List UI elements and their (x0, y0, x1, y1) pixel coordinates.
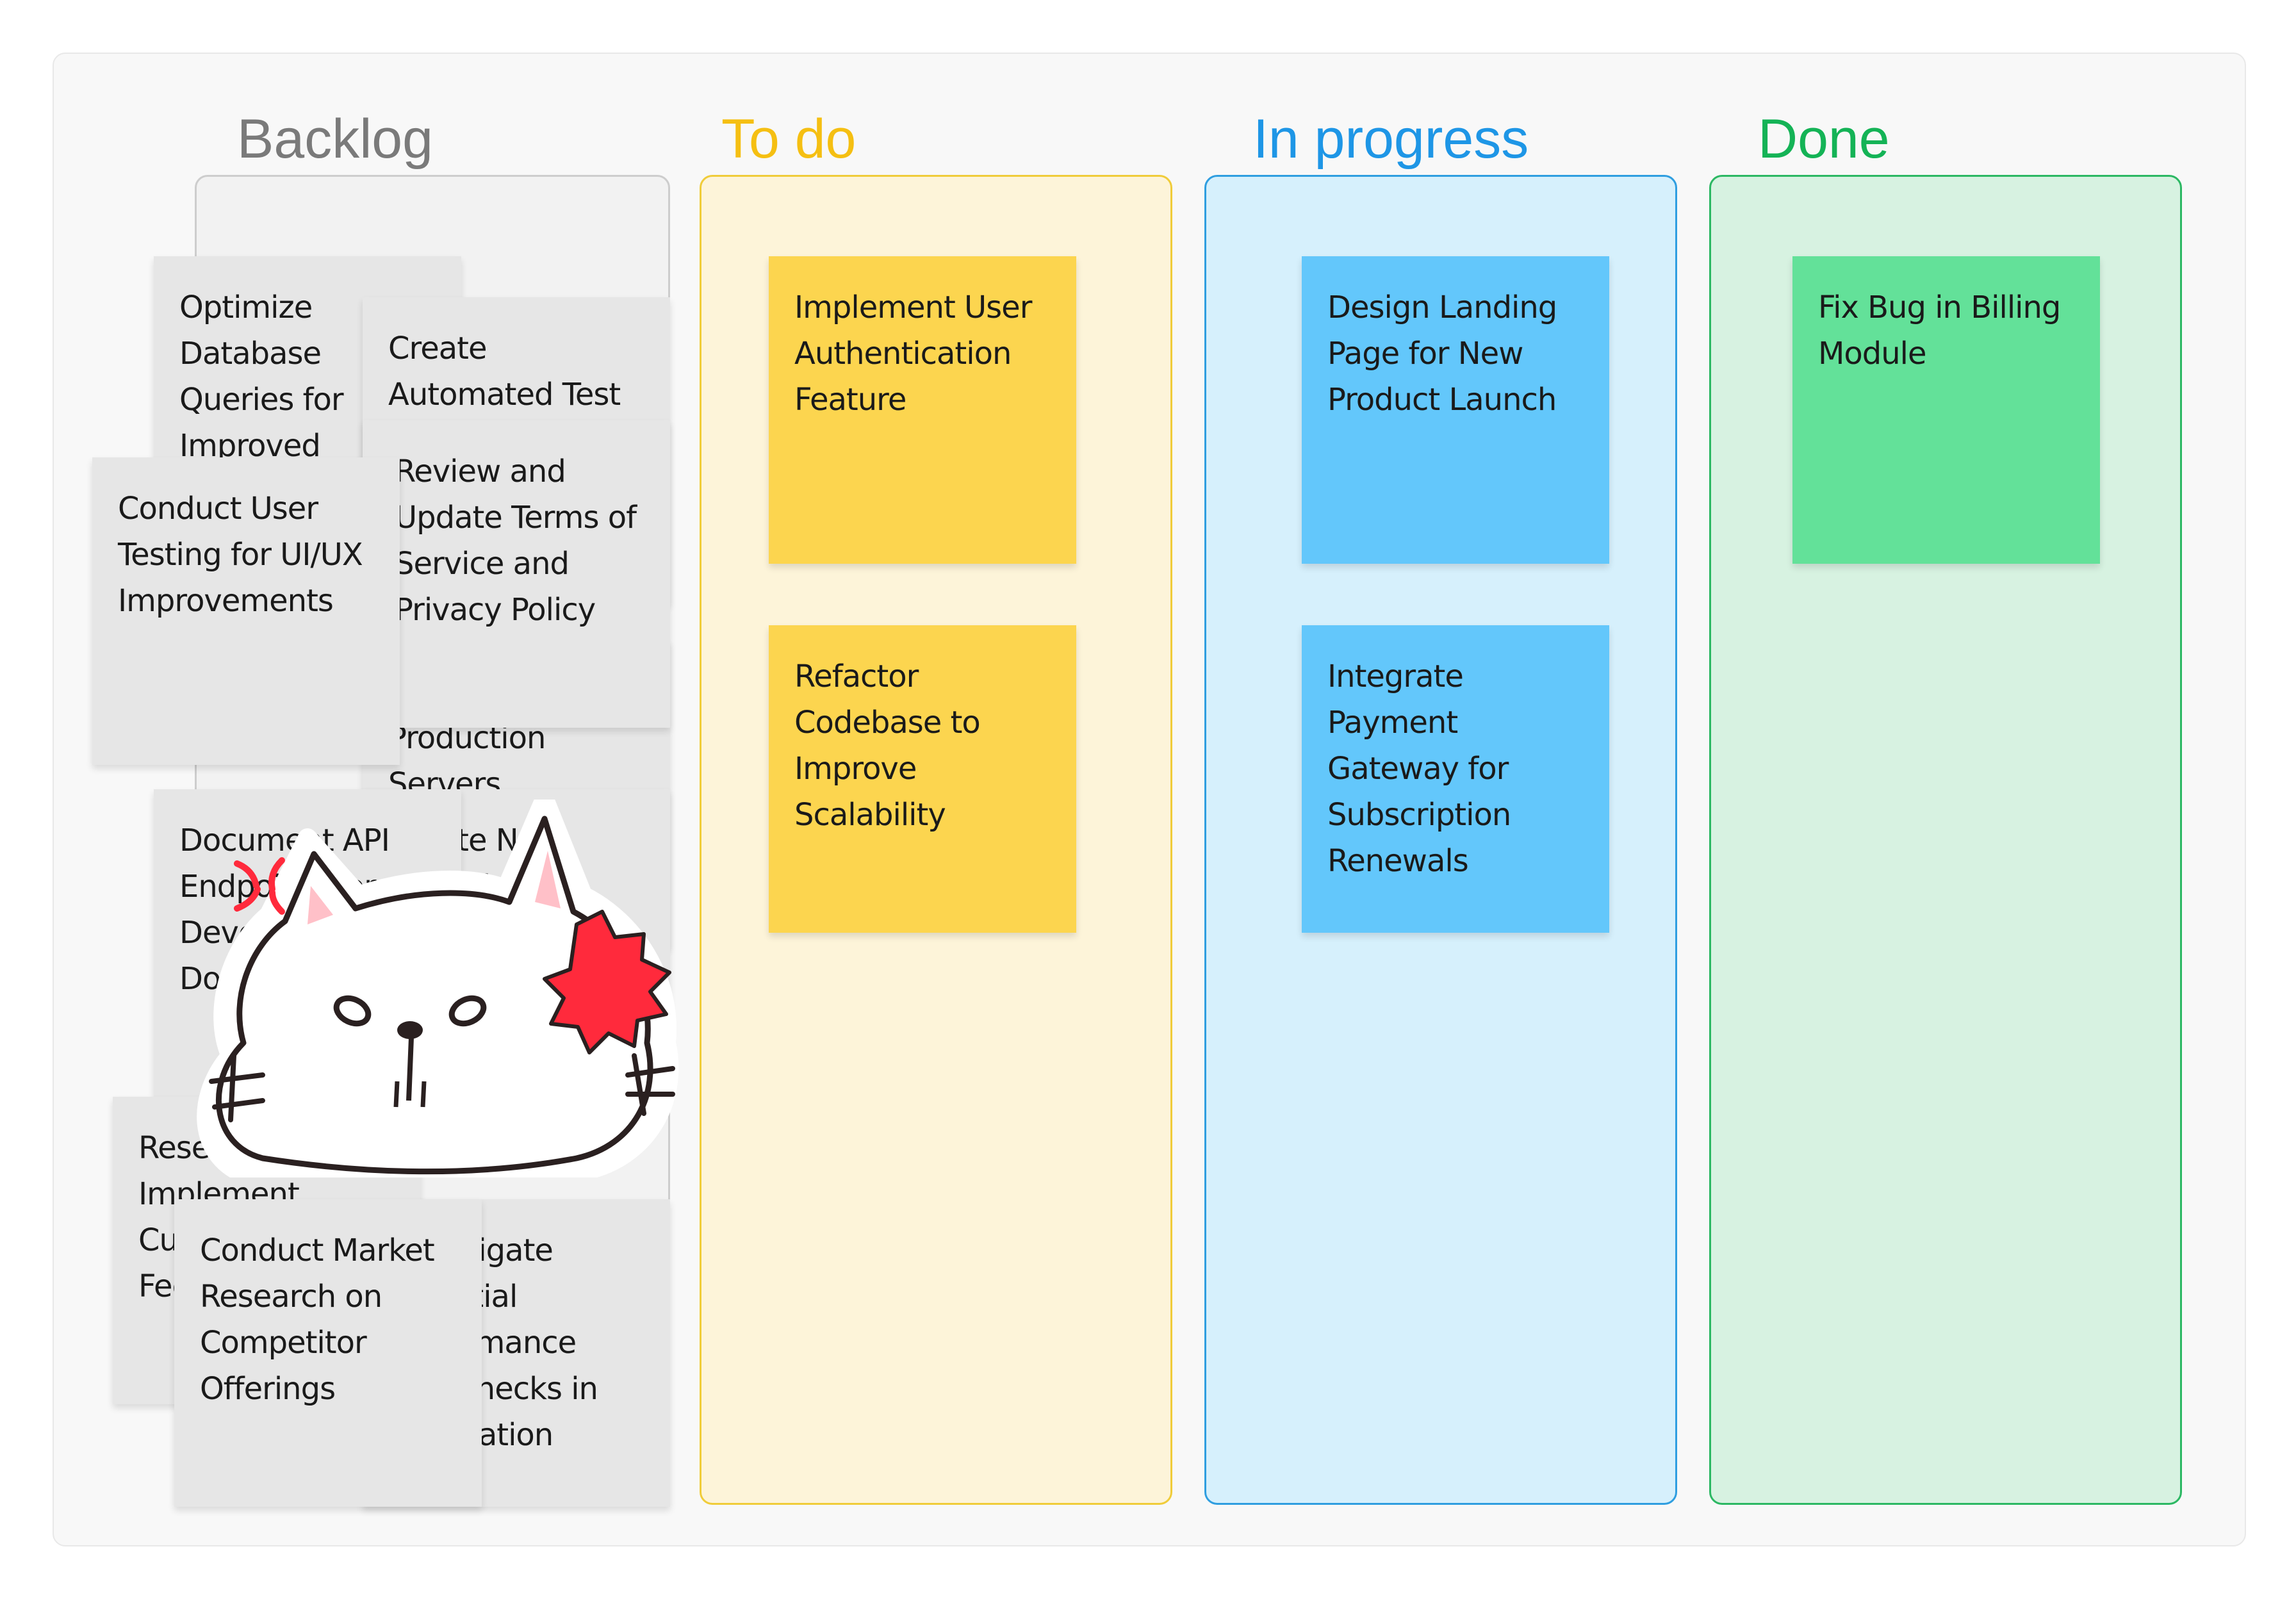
sticky-note-backlog[interactable]: Conduct User Testing for UI/UX Improveme… (92, 457, 400, 765)
sticky-note-text: Conduct User Testing for UI/UX Improveme… (118, 491, 363, 619)
sticky-note-text: Implement User Authentication Feature (794, 290, 1032, 418)
column-title-in-progress: In progress (1253, 108, 1529, 170)
column-title-done: Done (1758, 108, 1890, 170)
sticky-note-todo[interactable]: Refactor Codebase to Improve Scalability (769, 625, 1076, 933)
sticky-note-text: Design Landing Page for New Product Laun… (1327, 290, 1557, 418)
sticky-note-backlog[interactable]: Review and Update Terms of Service and P… (363, 420, 670, 728)
sticky-note-backlog[interactable]: Conduct Market Research on Competitor Of… (174, 1199, 482, 1507)
sticky-note-todo[interactable]: Implement User Authentication Feature (769, 256, 1076, 564)
sticky-note-done[interactable]: Fix Bug in Billing Module (1792, 256, 2100, 564)
column-title-todo: To do (721, 108, 857, 170)
sticky-note-text: Review and Update Terms of Service and P… (395, 454, 637, 628)
sticky-note-text: Fix Bug in Billing Module (1818, 290, 2061, 372)
sticky-note-in-progress[interactable]: Integrate Payment Gateway for Subscripti… (1302, 625, 1609, 933)
sticky-note-text: Refactor Codebase to Improve Scalability (794, 659, 981, 833)
sticky-note-text: Create Automated Test (388, 331, 621, 413)
sticky-note-text: Integrate Payment Gateway for Subscripti… (1327, 659, 1511, 879)
sticky-note-in-progress[interactable]: Design Landing Page for New Product Laun… (1302, 256, 1609, 564)
column-title-backlog: Backlog (237, 108, 433, 170)
angry-cat-sticker-icon[interactable] (186, 800, 705, 1177)
sticky-note-text: Conduct Market Research on Competitor Of… (200, 1233, 435, 1407)
